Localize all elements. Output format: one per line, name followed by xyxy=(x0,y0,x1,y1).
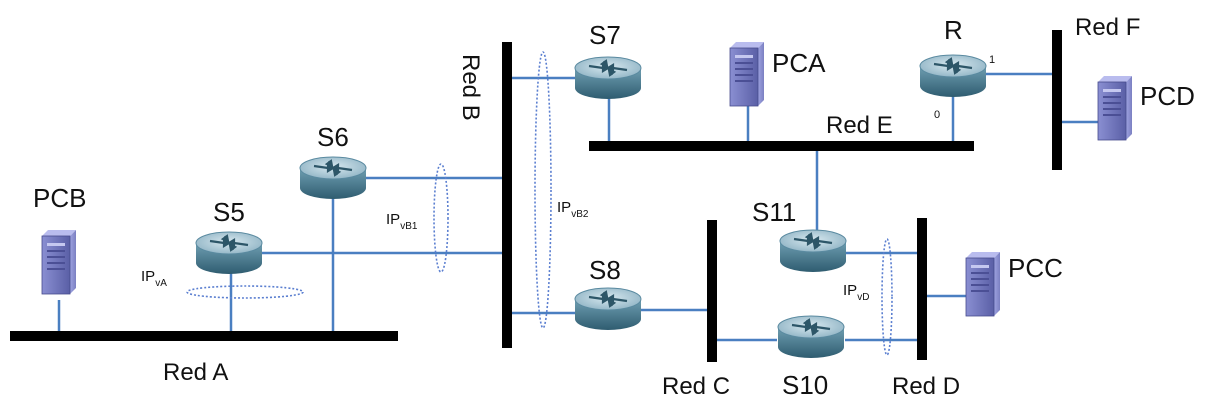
router-s8-icon[interactable] xyxy=(573,286,643,332)
router-s8-label: S8 xyxy=(589,255,621,285)
pc-pca-label: PCA xyxy=(772,48,826,78)
router-s5-label: S5 xyxy=(213,197,245,227)
r-port-1-label: 1 xyxy=(989,54,995,66)
pc-pcc-icon[interactable] xyxy=(965,251,1001,317)
vip-vb2-ellipse xyxy=(534,51,552,329)
port-labels: 0 1 xyxy=(934,54,995,121)
pc-labels: PCB PCA PCC PCD xyxy=(33,48,1195,283)
router-s7-icon[interactable] xyxy=(573,55,643,101)
network-buses xyxy=(10,30,1062,362)
router-s5-icon[interactable] xyxy=(194,230,264,276)
vip-vb1-ellipse xyxy=(433,163,449,273)
net-red-a-label: Red A xyxy=(163,359,228,386)
net-red-b-label: Red B xyxy=(457,54,484,121)
pc-pcd-icon[interactable] xyxy=(1097,75,1133,141)
pc-pcb-label: PCB xyxy=(33,183,86,213)
router-s10-label: S10 xyxy=(782,370,828,400)
router-r-icon[interactable] xyxy=(918,53,988,99)
routers xyxy=(194,53,988,360)
router-s7-label: S7 xyxy=(589,20,621,50)
virtual-ip-groups xyxy=(186,51,893,356)
router-s6-icon[interactable] xyxy=(298,155,368,201)
router-s11-label: S11 xyxy=(752,197,796,227)
vip-va-label: IPvA xyxy=(141,268,167,289)
r-port-0-label: 0 xyxy=(934,109,940,121)
pc-pcd-label: PCD xyxy=(1140,81,1195,111)
pc-pcb-icon[interactable] xyxy=(41,229,77,295)
net-red-d-label: Red D xyxy=(892,373,960,400)
pc-pca-icon[interactable] xyxy=(729,41,765,107)
net-red-e-label: Red E xyxy=(826,112,893,139)
links xyxy=(57,72,1100,342)
vip-vd-ellipse xyxy=(881,238,893,356)
router-r-label: R xyxy=(944,15,963,45)
vip-vb2-label: IPvB2 xyxy=(557,199,589,220)
pc-pcc-label: PCC xyxy=(1008,253,1063,283)
network-labels: Red A Red B Red C Red D Red E Red F xyxy=(163,14,1140,400)
net-red-c-label: Red C xyxy=(662,373,730,400)
net-red-f-label: Red F xyxy=(1075,14,1140,41)
vip-vd-label: IPvD xyxy=(843,282,869,303)
router-labels: S5 S6 S7 S8 S10 S11 R xyxy=(213,15,963,400)
virtual-ip-labels: IPvA IPvB1 IPvB2 IPvD xyxy=(141,199,869,303)
vip-va-ellipse xyxy=(186,285,304,299)
router-s10-icon[interactable] xyxy=(776,314,846,360)
router-s6-label: S6 xyxy=(317,122,349,152)
router-s11-icon[interactable] xyxy=(778,228,848,274)
vip-vb1-label: IPvB1 xyxy=(386,211,418,232)
